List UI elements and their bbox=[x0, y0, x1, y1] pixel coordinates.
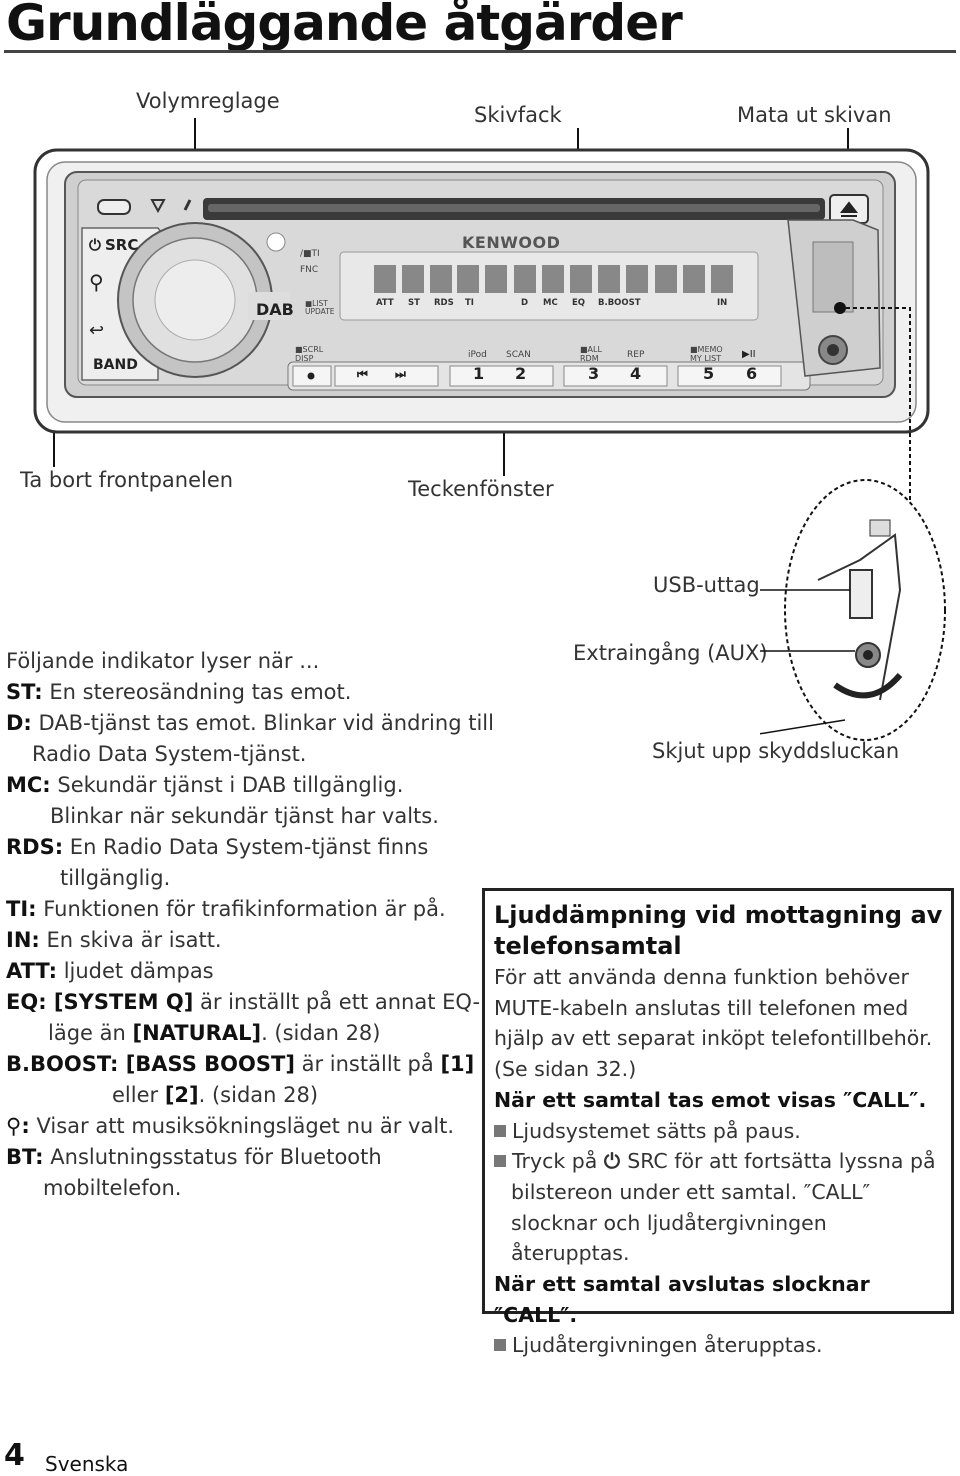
footer-language: Svenska bbox=[45, 1452, 129, 1476]
search-icon[interactable]: ⚲ bbox=[89, 270, 104, 294]
preset-key-6[interactable]: 6 bbox=[746, 364, 758, 383]
bullet-icon bbox=[494, 1339, 506, 1352]
indicator-line: ATT: ljudet dämpas bbox=[6, 959, 214, 983]
list-update-label: ■LIST UPDATE bbox=[305, 299, 335, 316]
power-icon: ⏻ bbox=[603, 1149, 628, 1174]
preset-key-1[interactable]: 1 bbox=[473, 364, 485, 383]
ti-label: /■TI bbox=[300, 249, 320, 259]
callout-usb: USB-uttag bbox=[653, 573, 760, 597]
callout-disc-slot: Skivfack bbox=[474, 103, 562, 127]
display-indicator: IN bbox=[717, 298, 728, 308]
callout-remove-panel: Ta bort frontpanelen bbox=[20, 468, 234, 492]
indicator-line: B.BOOST: [BASS BOOST] är inställt på [1] bbox=[6, 1052, 475, 1076]
memo-mylist-label: ■MEMO MY LIST bbox=[690, 345, 723, 363]
indicator-line: TI: Funktionen för trafikinformation är … bbox=[6, 897, 446, 921]
indicator-line: mobiltelefon. bbox=[43, 1176, 182, 1200]
callout-volume: Volymreglage bbox=[136, 89, 280, 113]
phone-mute-intro: För att använda denna funktion behöver M… bbox=[494, 965, 933, 1082]
display-indicator: ATT bbox=[376, 298, 394, 308]
indicator-line: eller [2]. (sidan 28) bbox=[112, 1083, 319, 1107]
callout-slide-cover: Skjut upp skyddsluckan bbox=[652, 739, 900, 763]
indicator-line: ST: En stereosändning tas emot. bbox=[6, 680, 352, 704]
phone-mute-box: Ljuddämpning vid mottagning av telefonsa… bbox=[482, 888, 954, 1357]
title-divider bbox=[4, 50, 956, 53]
phone-mute-heading: Ljuddämpning vid mottagning av telefonsa… bbox=[494, 901, 943, 960]
all-rdm-label: ■ALL RDM bbox=[580, 345, 602, 363]
bullet-item: Tryck på ⏻ SRC för att fortsätta lyssna … bbox=[494, 1146, 944, 1269]
callout-display: Teckenfönster bbox=[408, 477, 554, 501]
indicator-line: MC: Sekundär tjänst i DAB tillgänglig. bbox=[6, 773, 404, 797]
indicator-line: EQ: [SYSTEM Q] är inställt på ett annat … bbox=[6, 990, 481, 1014]
indicator-line: tillgänglig. bbox=[60, 866, 171, 890]
bullet-item: Ljudsystemet sätts på paus. bbox=[494, 1116, 944, 1147]
power-icon: ⏻ bbox=[89, 236, 101, 254]
preset-key-2[interactable]: 2 bbox=[515, 364, 527, 383]
seek-forward-icon[interactable]: ⏭ bbox=[395, 367, 406, 381]
bullet-item: Ljudåtergivningen återupptas. bbox=[494, 1330, 944, 1361]
dab-button-label[interactable]: DAB bbox=[256, 300, 294, 319]
bullet-icon bbox=[494, 1124, 506, 1137]
display-indicator: TI bbox=[465, 298, 474, 308]
indicator-line: ⚲: Visar att musiksökningsläget nu är va… bbox=[6, 1114, 455, 1138]
src-button-label[interactable]: SRC bbox=[105, 236, 139, 254]
scan-label: SCAN bbox=[506, 350, 531, 360]
search-icon: ⚲ bbox=[6, 1114, 22, 1138]
indicator-line: BT: Anslutningsstatus för Bluetooth bbox=[6, 1145, 382, 1169]
preset-key-5[interactable]: 5 bbox=[703, 364, 715, 383]
preset-key-4[interactable]: 4 bbox=[630, 364, 642, 383]
display-indicator: EQ bbox=[572, 298, 586, 308]
eject-icon bbox=[839, 201, 859, 217]
callout-eject: Mata ut skivan bbox=[737, 103, 892, 127]
ipod-label: iPod bbox=[468, 350, 487, 360]
incoming-call-text: När ett samtal tas emot visas ″CALL″. bbox=[494, 1087, 927, 1112]
display-indicator: MC bbox=[543, 298, 558, 308]
indicator-line: IN: En skiva är isatt. bbox=[6, 928, 222, 952]
display-indicator: RDS bbox=[434, 298, 454, 308]
display-indicator: ST bbox=[408, 298, 420, 308]
fnc-label: FNC bbox=[300, 265, 319, 275]
indicator-line: Blinkar när sekundär tjänst har valts. bbox=[50, 804, 439, 828]
return-icon[interactable]: ↩ bbox=[89, 320, 105, 341]
indicator-line: läge än [NATURAL]. (sidan 28) bbox=[48, 1021, 381, 1045]
display-indicator: D bbox=[521, 298, 529, 308]
indicator-intro: Följande indikator lyser när ... bbox=[6, 649, 320, 673]
page-title: Grundläggande åtgärder bbox=[6, 0, 683, 52]
display-indicator: B.BOOST bbox=[598, 298, 641, 308]
indicator-line: RDS: En Radio Data System-tjänst finns bbox=[6, 835, 429, 859]
brand-logo: KENWOOD bbox=[462, 233, 561, 252]
indicator-line: D: DAB-tjänst tas emot. Blinkar vid ändr… bbox=[6, 711, 494, 735]
band-button-label[interactable]: BAND bbox=[93, 357, 138, 373]
preset-key-3[interactable]: 3 bbox=[588, 364, 600, 383]
seek-back-icon[interactable]: ⏮ bbox=[357, 367, 368, 381]
callout-aux: Extraingång (AUX) bbox=[573, 641, 768, 665]
car-stereo-illustration bbox=[33, 148, 930, 434]
rep-label: REP bbox=[627, 350, 645, 360]
page-number: 4 bbox=[4, 1438, 25, 1473]
usb-aux-detail-illustration bbox=[760, 302, 946, 741]
mute-triangle-icon bbox=[150, 199, 166, 214]
bullet-icon bbox=[494, 1155, 506, 1168]
release-button[interactable] bbox=[97, 199, 131, 215]
play-pause-icon: ▶II bbox=[742, 349, 756, 360]
indicator-line: Radio Data System-tjänst. bbox=[32, 742, 307, 766]
call-ended-text: När ett samtal avslutas slocknar ″CALL″. bbox=[494, 1272, 870, 1327]
scrl-disp-label: ■SCRL DISP bbox=[295, 345, 324, 363]
